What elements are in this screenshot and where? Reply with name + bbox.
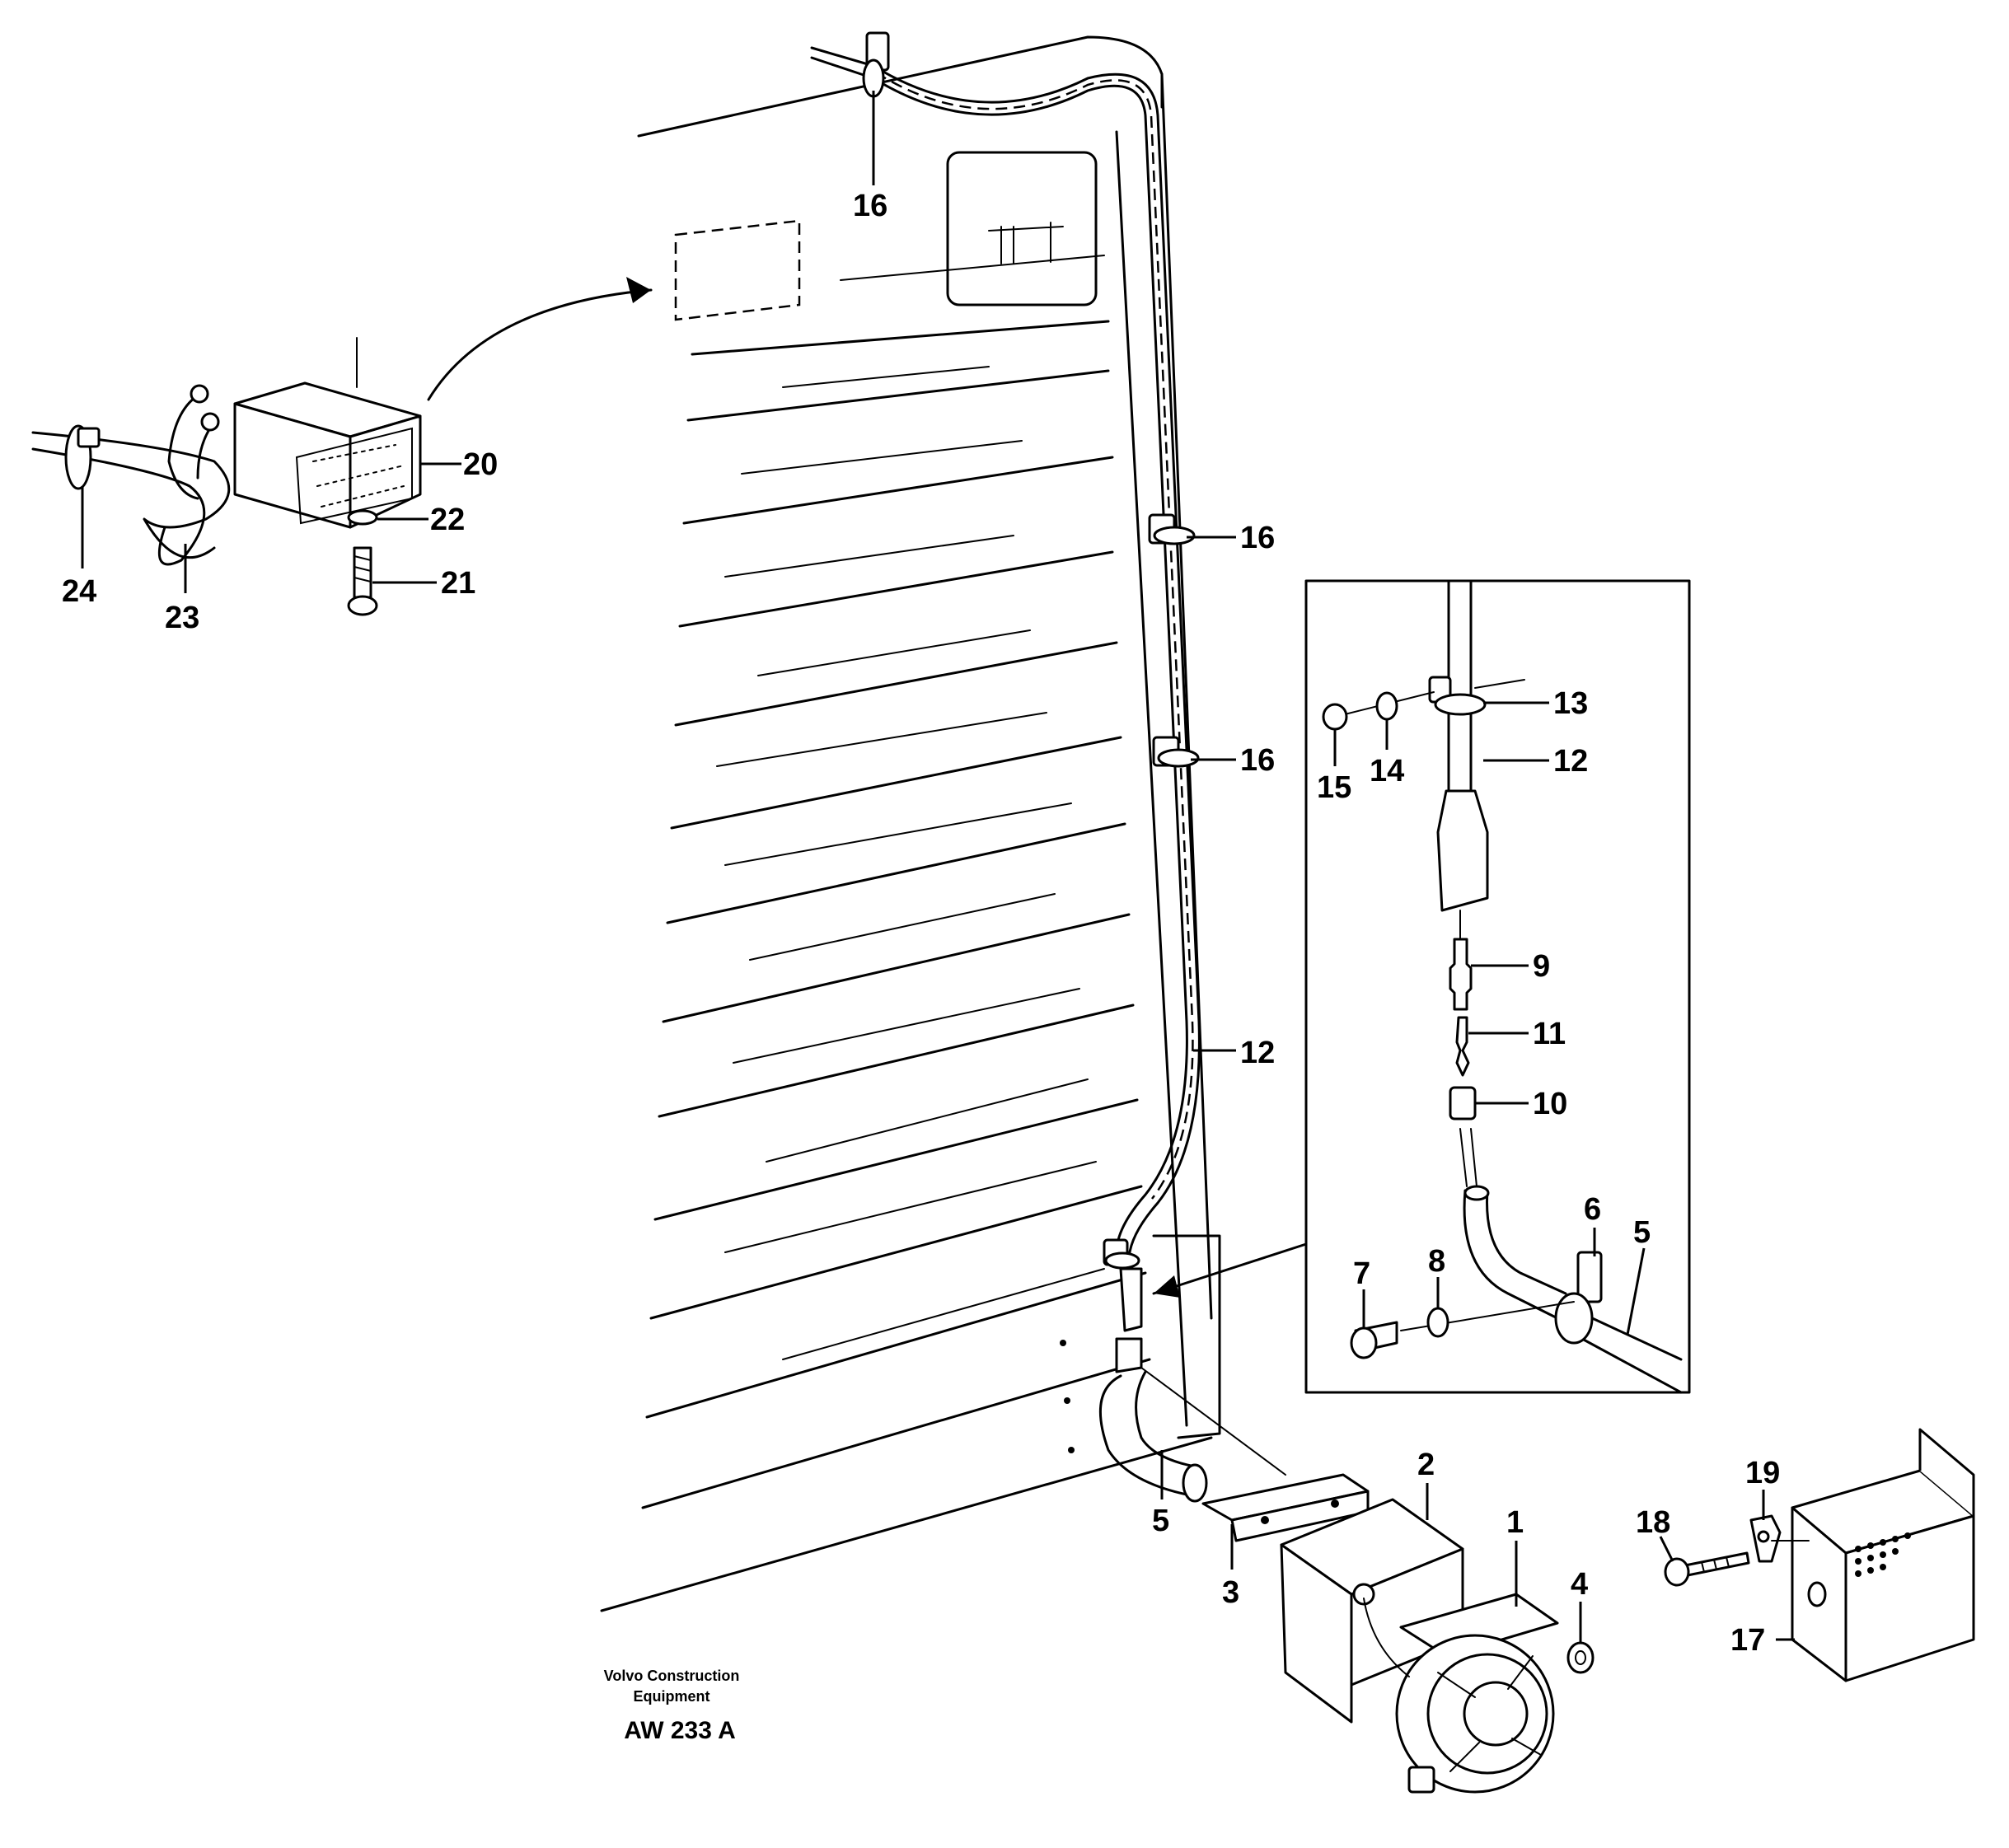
- screw-18: [1664, 1551, 1750, 1587]
- callout-24: 24: [62, 574, 96, 609]
- credit-line-1: Volvo Construction: [604, 1668, 740, 1684]
- callout-18: 18: [1636, 1505, 1670, 1540]
- callout-23: 23: [165, 601, 199, 635]
- callout-22: 22: [430, 503, 465, 537]
- cable-clamp-top: [862, 31, 890, 98]
- cable-loop-23: [31, 384, 231, 566]
- callout-3: 3: [1222, 1575, 1239, 1610]
- callout-2: 2: [1417, 1448, 1435, 1482]
- callout-16-lower: 16: [1240, 743, 1275, 778]
- credit-line-2: Equipment: [634, 1688, 710, 1705]
- hose-5-lower: [1098, 1267, 1208, 1503]
- callout-15: 15: [1317, 770, 1351, 805]
- horn-cover-2: [1280, 1498, 1464, 1724]
- leader-lines: [81, 91, 1795, 1643]
- callout-20: 20: [463, 447, 498, 482]
- bracket-3: [1140, 1367, 1370, 1542]
- cable-clamp-mid-upper: [1148, 513, 1196, 545]
- drawing-code: AW 233 A: [624, 1717, 736, 1744]
- callout-5-panel: 5: [1152, 1504, 1169, 1538]
- callout-8: 8: [1428, 1244, 1445, 1279]
- callout-1: 1: [1506, 1505, 1524, 1540]
- credit-block: Volvo Construction Equipment AW 233 A: [604, 1668, 740, 1744]
- callout-labels: 16 16 16 12 20 22 21 24 23 13 12 15 14 9…: [62, 189, 1780, 1658]
- cab-rear-panel: [600, 35, 1221, 1612]
- callout-14: 14: [1370, 754, 1404, 788]
- reflector-assembly: [233, 277, 653, 616]
- callout-5-inset: 5: [1633, 1215, 1651, 1250]
- callout-16-upper: 16: [1240, 521, 1275, 555]
- callout-11: 11: [1533, 1017, 1566, 1051]
- bracket-17: [1791, 1428, 1975, 1682]
- cable-12: [810, 46, 1201, 1262]
- callout-17: 17: [1730, 1623, 1765, 1658]
- cable-clamp-mid-lower: [1152, 736, 1200, 768]
- clip-19: [1749, 1514, 1810, 1563]
- horn-1: [1363, 1593, 1559, 1794]
- callout-21: 21: [441, 566, 475, 601]
- callout-9: 9: [1533, 949, 1550, 984]
- nut-4: [1566, 1641, 1595, 1674]
- callout-4: 4: [1571, 1567, 1588, 1602]
- callout-16-top: 16: [853, 189, 887, 223]
- callout-12-inset: 12: [1553, 744, 1588, 779]
- grommet-24: [64, 424, 101, 490]
- callout-10: 10: [1533, 1087, 1567, 1121]
- detail-inset: [1152, 579, 1691, 1394]
- callout-13: 13: [1553, 686, 1588, 721]
- callout-6: 6: [1584, 1192, 1601, 1227]
- callout-7: 7: [1353, 1256, 1370, 1291]
- callout-12-panel: 12: [1240, 1036, 1275, 1070]
- cable-clamp-bottom: [1103, 1238, 1140, 1270]
- callout-19: 19: [1745, 1456, 1780, 1490]
